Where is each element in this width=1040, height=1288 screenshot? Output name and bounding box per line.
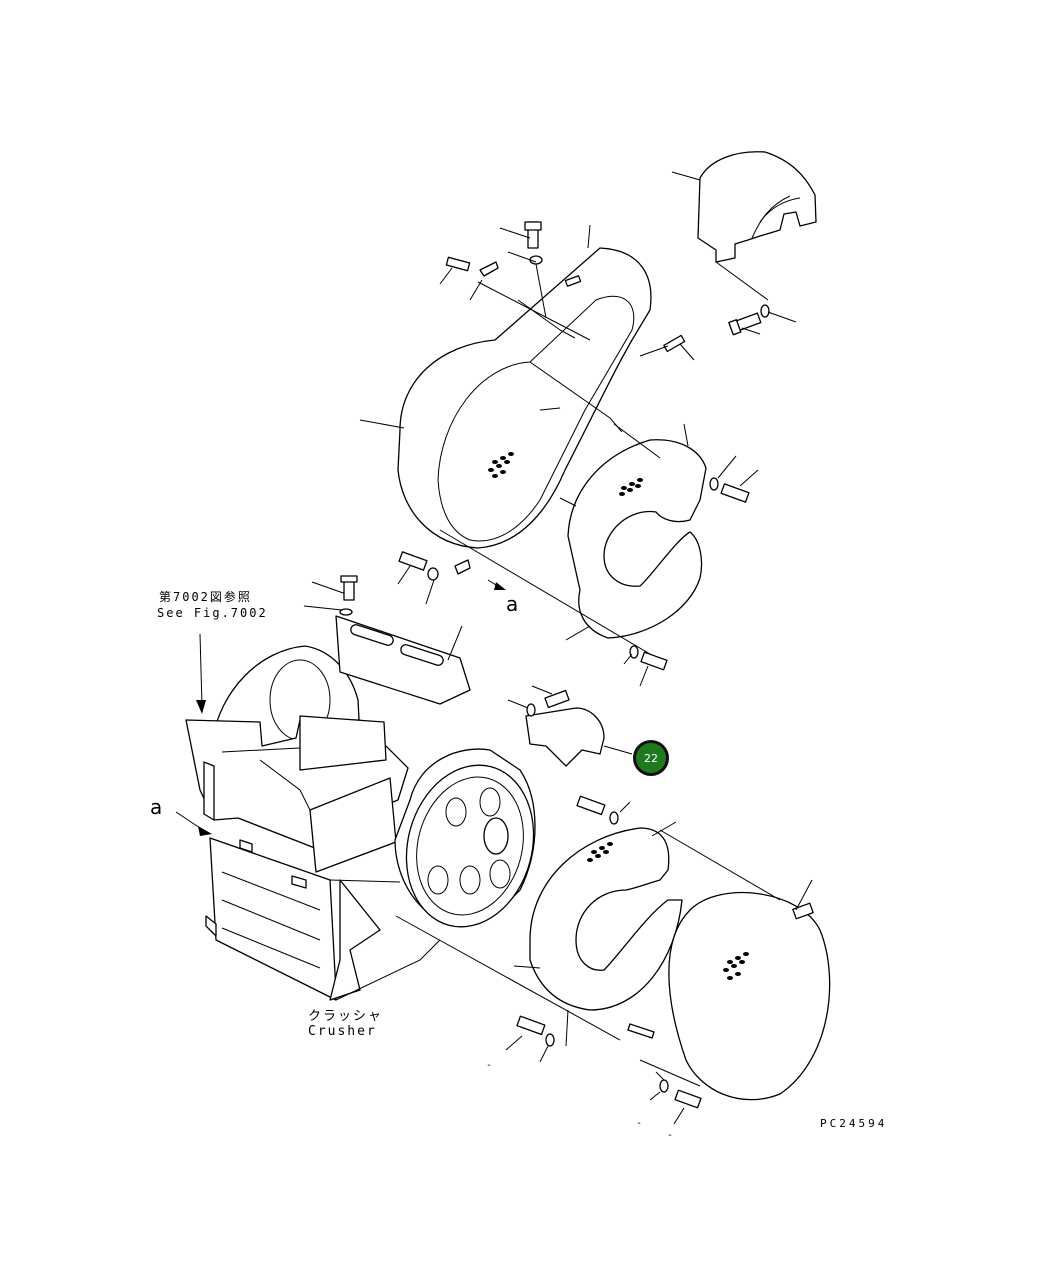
crusher-label-en: Crusher xyxy=(308,1024,377,1039)
lower-split-disc xyxy=(529,827,683,1011)
dash-mark: - xyxy=(486,1060,493,1071)
reference-label-en: See Fig.7002 xyxy=(157,606,268,620)
top-half-cover xyxy=(697,151,817,263)
crusher-body xyxy=(185,615,471,1001)
flywheel-pulley xyxy=(394,748,536,928)
dash-mark: - xyxy=(667,1130,674,1141)
part-callout-number: 22 xyxy=(644,751,658,765)
upper-belt-cover xyxy=(397,247,652,549)
small-bracket-plate xyxy=(525,689,605,767)
part-callout-badge[interactable]: 22 xyxy=(633,740,669,776)
crusher-label-ja: クラッシャ xyxy=(308,1009,384,1024)
leader-line xyxy=(715,261,769,301)
bottom-drum-cover xyxy=(627,829,831,1101)
figure-code: PC24594 xyxy=(820,1117,888,1130)
mid-bolts xyxy=(398,551,471,581)
upper-bolts xyxy=(445,221,686,353)
bolt-with-washer xyxy=(728,304,770,336)
dash-mark: - xyxy=(636,1118,643,1129)
reference-label-ja: 第7002図参照 xyxy=(159,590,252,604)
upper-split-disc xyxy=(567,439,707,639)
view-marker-upper: a xyxy=(506,592,519,616)
view-marker-lower: a xyxy=(150,795,163,819)
leader-line xyxy=(671,171,701,181)
